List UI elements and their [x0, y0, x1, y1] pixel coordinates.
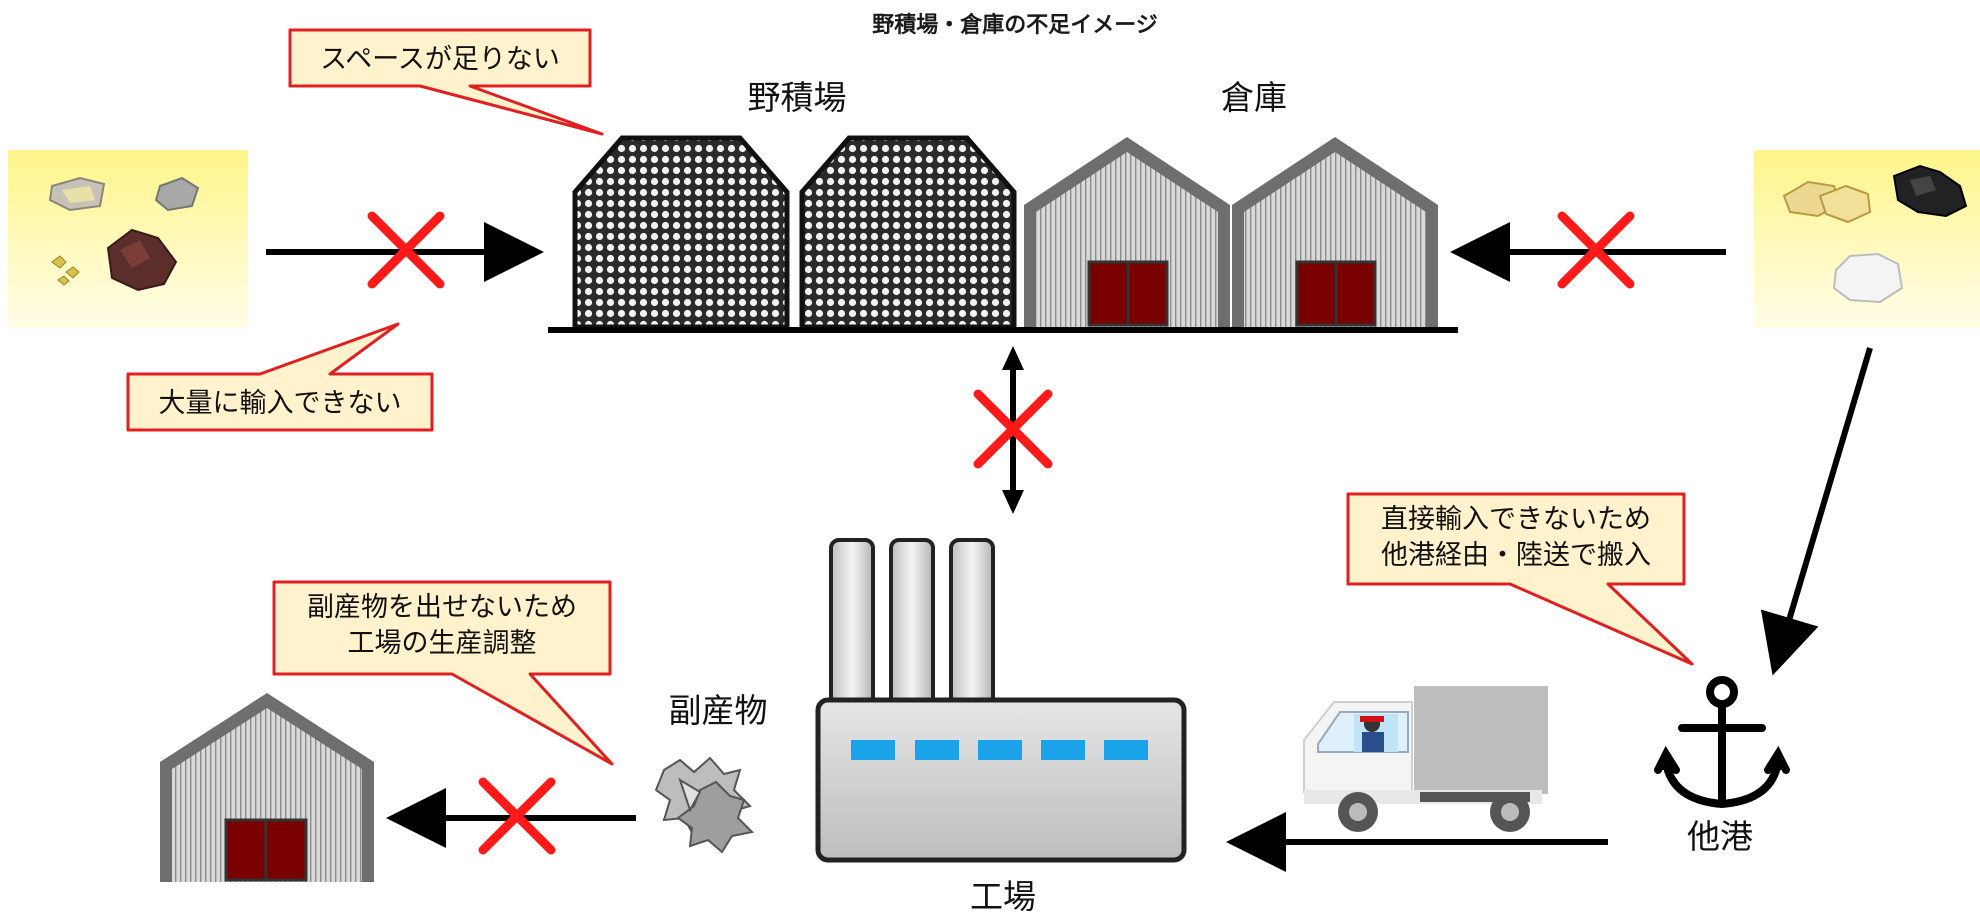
blocked-cross	[1557, 211, 1635, 289]
warehouse-icon	[160, 693, 374, 882]
anchor-icon	[1654, 676, 1790, 809]
blocked-cross	[478, 777, 556, 855]
warehouse-icon	[1024, 137, 1230, 327]
ore-icon	[8, 150, 248, 328]
callout-cannot-import-text: 大量に輸入できない	[159, 388, 402, 419]
other-port-label: 他港	[1687, 817, 1753, 856]
callout-other-port: 直接輸入できないため 他港経由・陸送で搬入	[1346, 492, 1694, 666]
open-yard-icon	[572, 135, 1017, 330]
factory-label: 工場	[970, 877, 1036, 916]
callout-byproduct-line2: 工場の生産調整	[348, 628, 537, 659]
callout-cannot-import: 大量に輸入できない	[126, 322, 434, 432]
scrap-icon	[654, 756, 755, 854]
arrowhead-up	[1002, 346, 1024, 370]
reroute-arrow	[1760, 347, 1873, 676]
callout-no-space: スペースが足りない	[288, 28, 604, 136]
arrowhead-down	[1002, 490, 1024, 514]
callout-no-space-text: スペースが足りない	[320, 44, 560, 75]
factory-icon	[815, 538, 1187, 863]
truck-icon	[1303, 686, 1548, 832]
callout-other-port-line1: 直接輸入できないため	[1381, 504, 1651, 535]
open-yard-label: 野積場	[748, 78, 847, 117]
byproduct-label: 副産物	[669, 691, 768, 730]
ore-icon	[1754, 150, 1980, 328]
warehouse-icon	[1232, 137, 1438, 327]
blocked-cross	[973, 389, 1053, 469]
warehouse-label: 倉庫	[1221, 78, 1287, 117]
blocked-cross	[367, 211, 445, 289]
diagram-title: 野積場・倉庫の不足イメージ	[872, 12, 1158, 38]
callout-byproduct-line1: 副産物を出せないため	[307, 592, 577, 623]
callout-other-port-line2: 他港経由・陸送で搬入	[1381, 540, 1651, 571]
callout-byproduct: 副産物を出せないため 工場の生産調整	[272, 580, 614, 766]
